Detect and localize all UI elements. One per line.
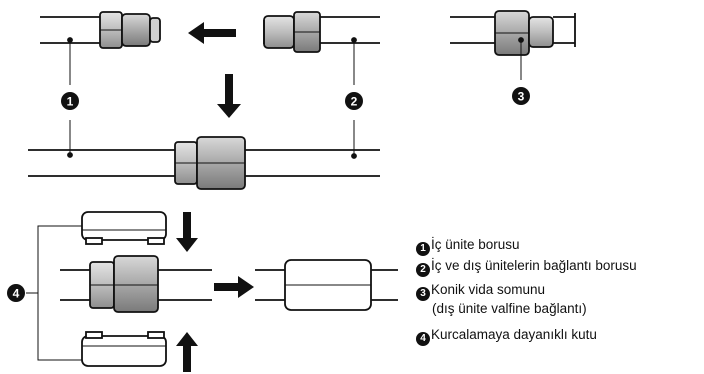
- tamper-proof-box-top-half: [81, 211, 167, 245]
- flare-fitting-top-left: [99, 11, 161, 49]
- arrow-left-icon: [188, 22, 236, 44]
- legend-label-4: Kurcalamaya dayanıklı kutu: [431, 327, 597, 342]
- svg-text:2: 2: [351, 95, 358, 109]
- legend-marker-1: 1: [416, 242, 430, 256]
- arrow-right-icon: [214, 276, 254, 298]
- arrow-down-icon-2: [176, 212, 198, 252]
- marker-1: 1: [61, 92, 79, 110]
- legend-label-2: İç ve dış ünitelerin bağlantı borusu: [431, 258, 637, 273]
- joined-pipe-assembly: [28, 120, 380, 190]
- legend-marker-3: 3: [416, 287, 430, 301]
- legend-marker-2: 2: [416, 263, 430, 277]
- svg-text:3: 3: [518, 90, 525, 104]
- closed-tamper-proof-box: [255, 259, 398, 311]
- legend-label-3-sub: (dış ünite valfine bağlantı): [432, 301, 587, 316]
- legend-label-3: Konik vida somunu: [431, 282, 546, 297]
- tamper-proof-box-bottom-half: [81, 331, 167, 367]
- arrow-up-icon: [176, 332, 198, 372]
- flare-nut-outdoor: [450, 10, 576, 80]
- indoor-unit-pipe-top: [40, 16, 100, 85]
- marker-2: 2: [345, 92, 363, 110]
- legend-label-1: İç ünite borusu: [431, 237, 520, 252]
- legend-marker-4: 4: [416, 332, 430, 346]
- marker-4: 4: [7, 284, 25, 302]
- arrow-down-icon: [217, 74, 241, 118]
- fitting-assembly-bottom: [60, 255, 212, 313]
- marker-3: 3: [512, 87, 530, 105]
- svg-text:4: 4: [13, 287, 20, 301]
- svg-text:1: 1: [67, 95, 74, 109]
- bracket-leader-4: [26, 225, 82, 361]
- connection-pipe-flare-nut: [263, 11, 380, 85]
